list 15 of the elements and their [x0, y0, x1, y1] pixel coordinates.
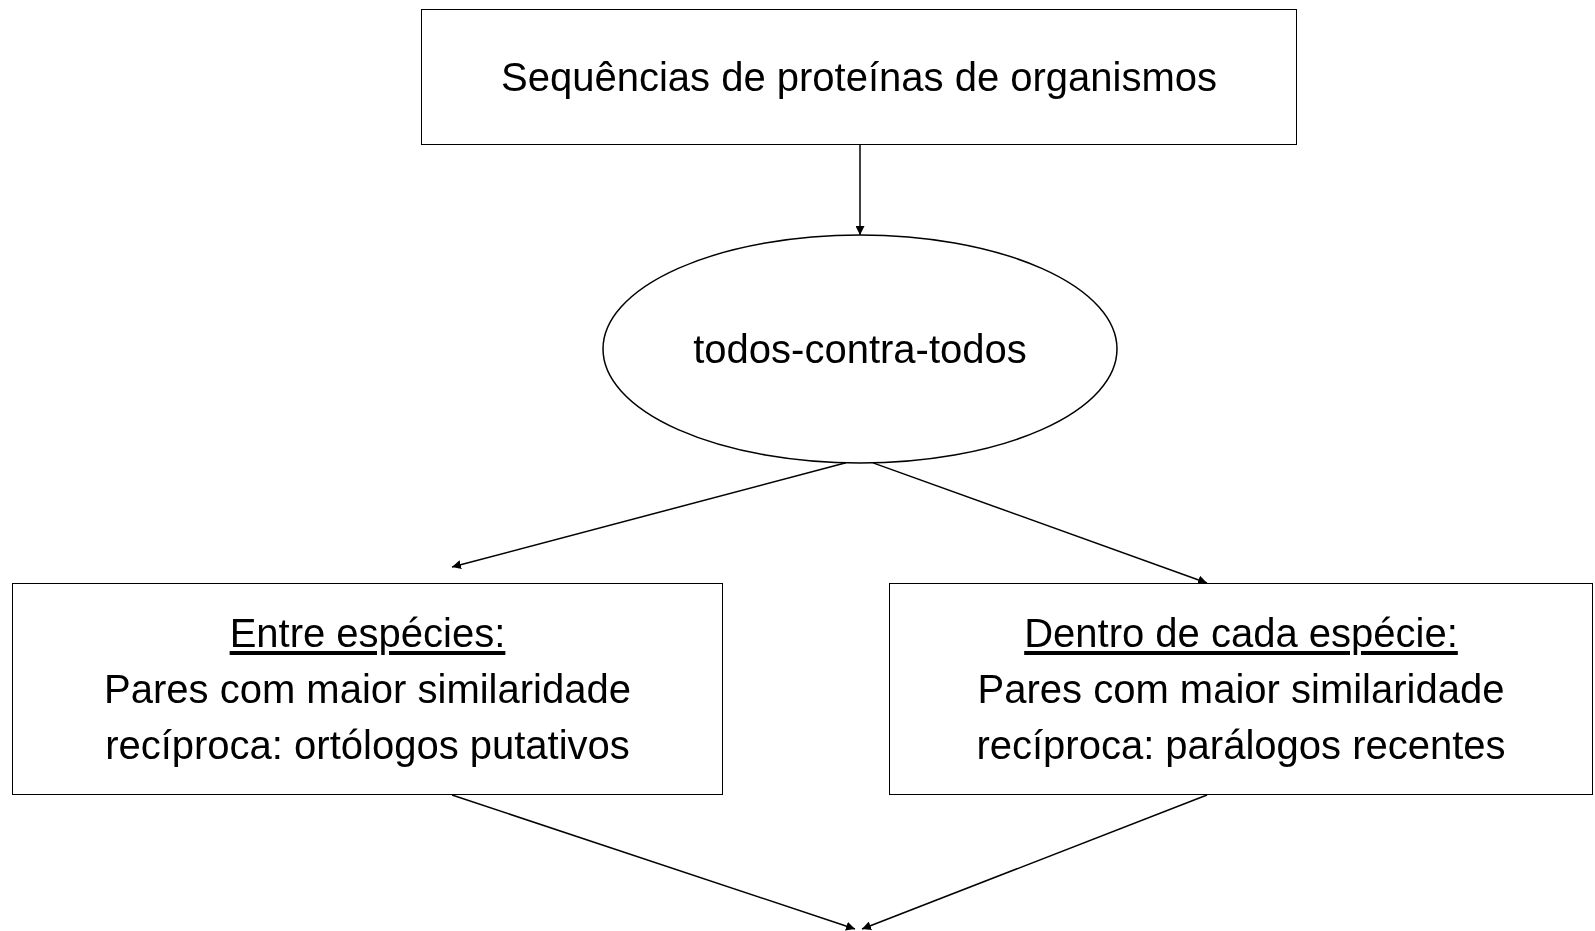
box-text: todos-contra-todos [692, 326, 1028, 373]
box-text: Pares com maior similaridade recíproca: ortólogos putativos [103, 666, 632, 769]
box-heading: Entre espécies: [229, 610, 506, 657]
box-text: Pares com maior similaridade recíproca: parálogos recentes [975, 666, 1507, 769]
arrow [872, 462, 1208, 585]
process-box [12, 583, 723, 795]
box-text: Sequências de proteínas de organismos [500, 54, 1218, 101]
arrow [855, 144, 865, 236]
box-heading: Dentro de cada espécie: [1024, 610, 1458, 657]
process-ellipse [603, 235, 1117, 463]
process-box [421, 9, 1297, 145]
arrow [451, 794, 856, 931]
arrow [451, 462, 847, 570]
process-box [889, 583, 1593, 795]
arrow [861, 794, 1208, 930]
